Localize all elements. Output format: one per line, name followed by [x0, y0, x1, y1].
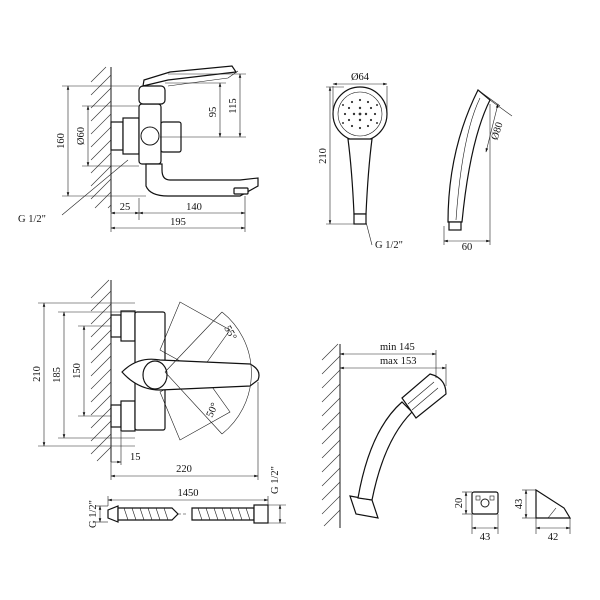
dim-25: 25	[120, 202, 131, 213]
shower-hose: 1450 G 1/2" G 1/2"	[88, 466, 286, 528]
wall-hatch-top	[90, 66, 112, 212]
dim-max-153: max 153	[380, 356, 416, 367]
dim-15: 15	[130, 452, 141, 463]
dim-95: 95	[208, 107, 219, 118]
side-view-mixer: 115 95 160 Ø60 G 1/2" 25 140 195	[18, 65, 259, 232]
dim-60: 60	[462, 242, 473, 253]
shower-thread-label: G 1/2"	[375, 240, 403, 251]
dim-20: 20	[454, 498, 465, 509]
dim-220: 220	[176, 464, 192, 475]
dim-43-height: 43	[514, 499, 525, 510]
dim-210-front: 210	[32, 366, 43, 382]
dim-42: 42	[548, 532, 559, 543]
dim-115: 115	[228, 98, 239, 113]
bracket-front-view: 20 43	[454, 491, 499, 543]
side-thread-label: G 1/2"	[18, 214, 46, 225]
dim-d60: Ø60	[76, 127, 87, 145]
front-view-mixer: 55° 50° 210 185 150 15 220	[32, 279, 260, 480]
dim-195: 195	[170, 217, 186, 228]
dim-210-shower: 210	[318, 148, 329, 164]
dim-185: 185	[52, 367, 63, 383]
angle-50: 50°	[205, 401, 221, 419]
wall-holder-assembly: min 145 max 153	[321, 342, 447, 528]
dim-140: 140	[186, 202, 202, 213]
dim-1450: 1450	[178, 488, 199, 499]
wall-hatch-bottom	[321, 343, 341, 527]
dim-150: 150	[72, 363, 83, 379]
wall-hatch-mid	[90, 279, 112, 462]
dim-min-145: min 145	[380, 342, 415, 353]
dim-d64: Ø64	[351, 72, 370, 83]
bracket-side-view: 43 42	[514, 488, 572, 543]
hose-thread-left: G 1/2"	[88, 500, 99, 528]
hand-shower-side: Ø80 60	[443, 89, 513, 253]
hose-thread-right: G 1/2"	[270, 466, 281, 494]
dim-d80: Ø80	[490, 121, 506, 142]
dim-160: 160	[56, 133, 67, 149]
dim-43-width: 43	[480, 532, 491, 543]
hand-shower-front: Ø64 210 G 1/2"	[318, 72, 403, 251]
